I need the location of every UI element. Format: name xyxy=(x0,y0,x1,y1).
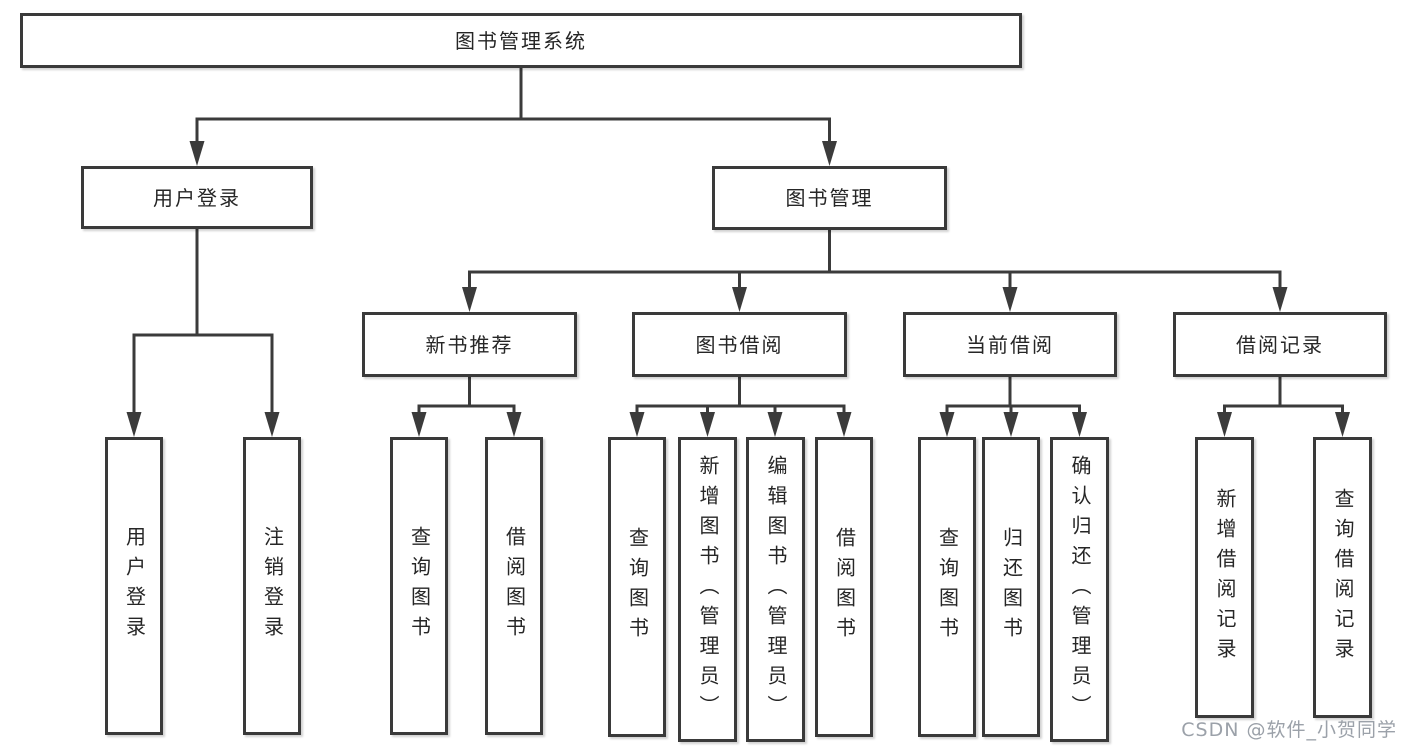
node-new-book-recommend: 新书推荐 xyxy=(362,312,577,377)
arrowhead-down-icon xyxy=(1335,412,1350,437)
leaf-borrow-books: 借阅图书 xyxy=(815,437,873,737)
arrowhead-down-icon xyxy=(767,412,783,437)
node-borrowing-records: 借阅记录 xyxy=(1173,312,1387,377)
connector-group xyxy=(629,377,852,437)
leaf-add-books-admin-label: 新增图书（管理员） xyxy=(696,454,720,725)
leaf-query-books-recommend: 查询图书 xyxy=(390,437,448,735)
leaf-return-books-label: 归还图书 xyxy=(999,527,1024,647)
leaf-logout-label: 注销登录 xyxy=(260,526,285,646)
leaf-query-books-recommend-label: 查询图书 xyxy=(407,526,432,646)
leaf-query-books-borrowing-label: 查询图书 xyxy=(625,527,650,647)
connector-group xyxy=(189,68,837,166)
arrowhead-down-icon xyxy=(1002,287,1018,312)
arrowhead-down-icon xyxy=(939,412,955,437)
connector-group xyxy=(126,229,280,437)
leaf-query-borrow-record: 查询借阅记录 xyxy=(1313,437,1372,718)
node-current-borrowing-label: 当前借阅 xyxy=(966,332,1054,357)
arrowhead-down-icon xyxy=(506,412,522,437)
arrowhead-down-icon xyxy=(836,412,852,437)
node-current-borrowing: 当前借阅 xyxy=(903,312,1117,377)
connector-group xyxy=(411,377,522,437)
arrowhead-down-icon xyxy=(462,287,477,312)
node-library-management-system-label: 图书管理系统 xyxy=(455,28,587,53)
arrowhead-down-icon xyxy=(1003,412,1019,437)
leaf-query-books-borrowing: 查询图书 xyxy=(608,437,666,737)
node-borrowing-records-label: 借阅记录 xyxy=(1236,332,1324,357)
node-library-management-system: 图书管理系统 xyxy=(20,13,1022,68)
node-book-borrowing: 图书借阅 xyxy=(632,312,847,377)
leaf-add-books-admin: 新增图书（管理员） xyxy=(678,437,737,742)
leaf-return-books: 归还图书 xyxy=(982,437,1040,737)
arrowhead-down-icon xyxy=(700,412,715,437)
arrowhead-down-icon xyxy=(1272,287,1288,312)
node-book-management: 图书管理 xyxy=(712,166,947,230)
arrowhead-down-icon xyxy=(629,412,645,437)
connector-group xyxy=(939,377,1087,437)
leaf-query-books-current: 查询图书 xyxy=(918,437,976,737)
leaf-query-books-current-label: 查询图书 xyxy=(935,527,960,647)
node-user-login: 用户登录 xyxy=(81,166,313,229)
node-book-management-label: 图书管理 xyxy=(785,186,874,210)
leaf-query-borrow-record-label: 查询借阅记录 xyxy=(1331,487,1355,668)
leaf-edit-books-admin: 编辑图书（管理员） xyxy=(746,437,805,742)
node-new-book-recommend-label: 新书推荐 xyxy=(425,332,514,357)
node-book-borrowing-label: 图书借阅 xyxy=(695,332,784,357)
leaf-borrow-books-recommend: 借阅图书 xyxy=(485,437,543,735)
leaf-borrow-books-label: 借阅图书 xyxy=(832,527,857,647)
arrowhead-down-icon xyxy=(1072,412,1087,437)
leaf-edit-books-admin-label: 编辑图书（管理员） xyxy=(764,454,788,725)
leaf-user-login: 用户登录 xyxy=(105,437,163,735)
connector-group xyxy=(1217,377,1350,437)
arrowhead-down-icon xyxy=(189,141,205,166)
node-user-login-label: 用户登录 xyxy=(153,185,241,210)
leaf-confirm-return-admin: 确认归还（管理员） xyxy=(1050,437,1109,742)
leaf-borrow-books-recommend-label: 借阅图书 xyxy=(502,526,527,646)
leaf-logout: 注销登录 xyxy=(243,437,301,735)
leaf-confirm-return-admin-label: 确认归还（管理员） xyxy=(1068,454,1092,725)
leaf-add-borrow-record: 新增借阅记录 xyxy=(1195,437,1254,718)
connector-group xyxy=(462,230,1288,312)
arrowhead-down-icon xyxy=(1217,412,1232,437)
watermark: CSDN @软件_小贺同学 xyxy=(1181,719,1397,741)
arrowhead-down-icon xyxy=(822,141,837,166)
arrowhead-down-icon xyxy=(264,412,280,437)
leaf-add-borrow-record-label: 新增借阅记录 xyxy=(1213,487,1237,668)
arrowhead-down-icon xyxy=(411,412,427,437)
arrowhead-down-icon xyxy=(126,412,142,437)
leaf-user-login-label: 用户登录 xyxy=(122,526,147,646)
arrowhead-down-icon xyxy=(732,287,747,312)
